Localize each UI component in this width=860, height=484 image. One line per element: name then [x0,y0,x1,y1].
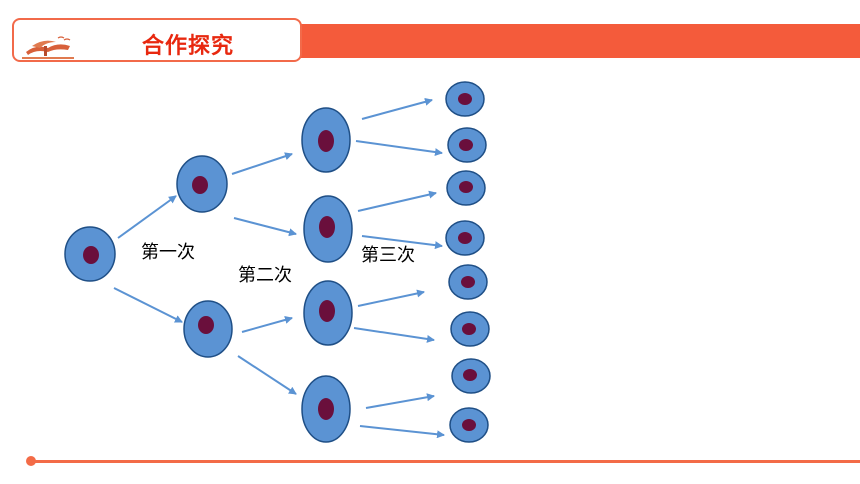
arrow [237,355,297,395]
nucleus [458,93,472,105]
stage-label-first: 第一次 [141,242,195,263]
nucleus [462,323,476,335]
arrow [353,327,435,343]
footer-dot [26,456,36,466]
arrow [231,152,293,175]
nucleus [319,300,335,322]
arrow [355,140,443,156]
cell-generation-3 [301,107,353,443]
nucleus [319,216,335,238]
arrow [365,393,435,409]
division-arrows [113,97,445,439]
nucleus [462,419,476,431]
arrow [117,195,177,239]
page-title: 合作探究 [142,34,235,59]
arrow [357,190,437,212]
cell [301,375,351,443]
cell [445,220,485,256]
arrow [361,235,443,250]
nucleus [458,232,472,244]
stage-label-third: 第三次 [361,245,415,266]
cell [303,195,353,263]
arrow [113,287,183,323]
cell [448,264,488,300]
cell [450,311,490,347]
cell-generation-2 [176,155,233,358]
title-box: 合作探究 [12,18,302,62]
cell [447,127,487,163]
pine-tree-landscape-icon [22,36,74,59]
footer-line [34,460,860,463]
arrow [361,97,433,120]
cell [301,107,351,173]
cell [183,300,233,358]
stage-label-second: 第二次 [238,265,292,286]
cell [449,407,489,443]
cell [176,155,228,213]
nucleus [318,398,334,420]
nucleus [318,130,334,152]
arrow [233,217,297,237]
cell [451,358,491,394]
cell [303,280,353,346]
nucleus [459,181,473,193]
cell [64,226,116,282]
nucleus [463,369,477,381]
cell [445,81,485,117]
arrow [359,425,445,439]
cell-generation-4 [445,81,491,443]
arrow [241,316,293,333]
nucleus [459,139,473,151]
nucleus [83,246,99,264]
nucleus [461,276,475,288]
header-accent-bar [300,24,860,58]
cell [446,170,486,206]
cell-generation-1 [64,226,116,282]
arrow [357,289,425,307]
nucleus [192,176,208,194]
nucleus [198,316,214,334]
